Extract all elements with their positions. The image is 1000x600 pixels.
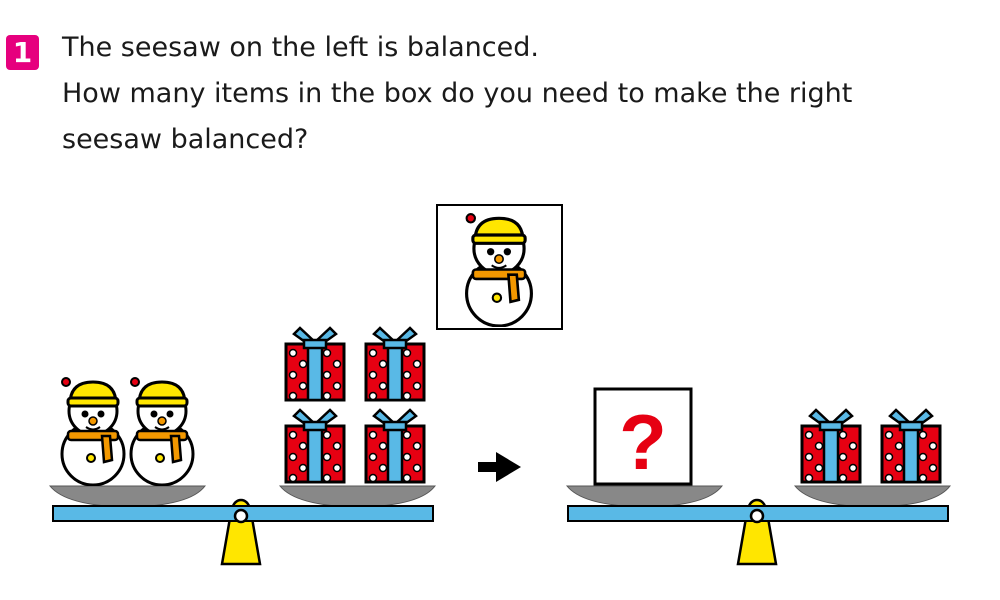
question-box-icon: ?	[593, 387, 693, 486]
gift-box-icon	[284, 326, 346, 402]
snowman-icon	[60, 376, 126, 486]
snowman-icon	[464, 212, 534, 327]
question-mark: ?	[619, 398, 667, 486]
question-line-1: The seesaw on the left is balanced.	[62, 32, 539, 63]
gift-box-icon	[284, 408, 346, 484]
gift-box-icon	[364, 326, 426, 402]
arrow-right-icon	[478, 452, 521, 482]
right-pan-left	[565, 485, 724, 508]
snowman-icon	[129, 376, 195, 486]
question-number-badge: 1	[6, 35, 39, 70]
right-seesaw: ?	[565, 387, 952, 566]
gift-box-icon	[880, 408, 942, 484]
left-seesaw	[48, 326, 437, 566]
question-text: The seesaw on the left is balanced. How …	[62, 25, 962, 163]
gift-box-icon	[800, 408, 862, 484]
gift-box-icon	[364, 408, 426, 484]
right-pan-right	[793, 485, 952, 508]
left-pan-right	[278, 485, 437, 508]
question-line-2: How many items in the box do you need to…	[62, 78, 853, 109]
left-pan-left	[48, 485, 207, 508]
question-line-3: seesaw balanced?	[62, 124, 309, 155]
